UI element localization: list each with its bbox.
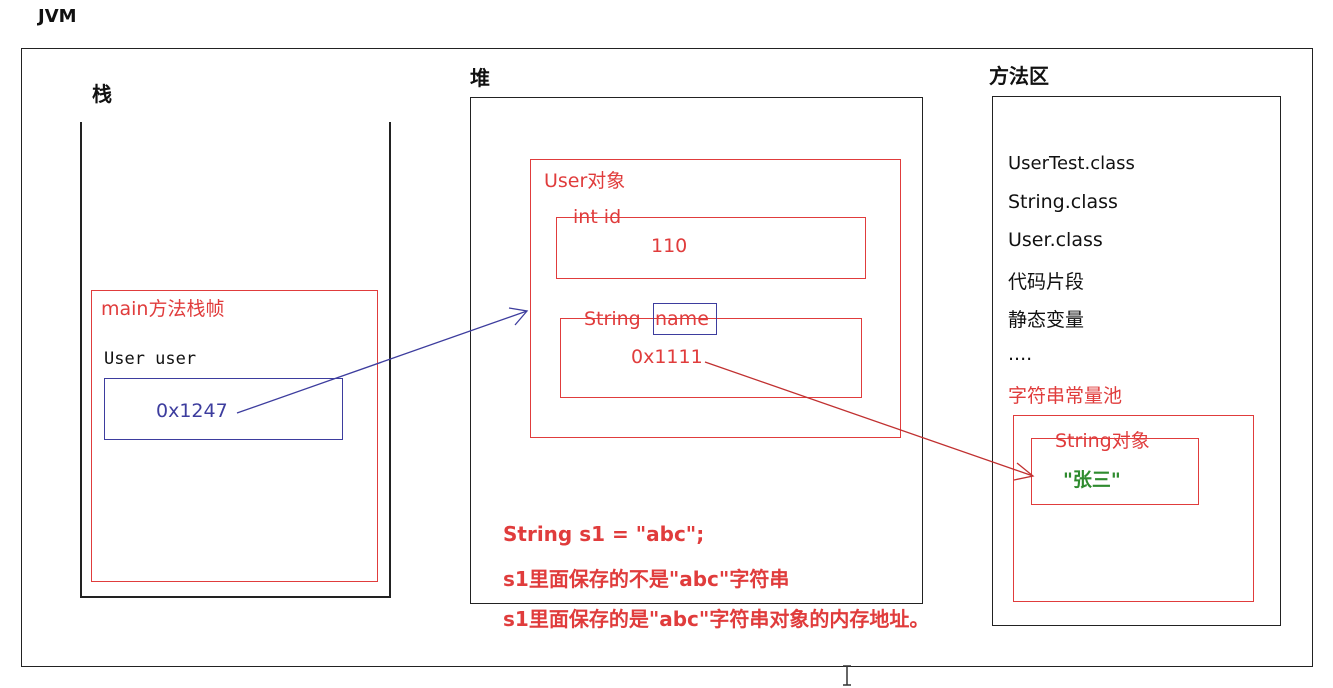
name-field-name: name <box>655 308 709 330</box>
method-item-code: 代码片段 <box>1008 271 1085 293</box>
stack-container <box>80 122 391 598</box>
note-line-1: String s1 = "abc"; <box>503 522 705 546</box>
id-field-box <box>556 217 866 279</box>
method-item-static: 静态变量 <box>1008 309 1085 331</box>
user-var-value: 0x1247 <box>156 400 228 422</box>
id-field-value: 110 <box>651 235 688 257</box>
method-item-string-class: String.class <box>1008 191 1118 213</box>
arrow-name-to-string <box>704 361 1035 481</box>
name-highlight-box <box>653 303 717 335</box>
name-field-type: String <box>584 308 641 330</box>
string-object-box <box>1031 438 1199 505</box>
name-field-value: 0x1111 <box>631 346 703 368</box>
stack-label: 栈 <box>92 82 112 106</box>
heap-container <box>470 97 923 604</box>
string-pool-box <box>1013 415 1254 602</box>
note-line-2: s1里面保存的不是"abc"字符串 <box>503 567 790 591</box>
user-var-declaration: User user <box>104 349 197 369</box>
method-item-user-class: User.class <box>1008 229 1103 251</box>
string-pool-label: 字符串常量池 <box>1008 385 1123 407</box>
main-stack-frame <box>91 290 378 582</box>
heap-label: 堆 <box>470 66 490 90</box>
arrow-user-to-object <box>236 307 529 414</box>
id-field-label: int id <box>573 206 622 228</box>
text-cursor-icon <box>843 665 851 686</box>
jvm-frame <box>21 48 1313 667</box>
string-object-label: String对象 <box>1055 430 1150 452</box>
method-area-label: 方法区 <box>989 64 1049 88</box>
name-field-box <box>560 318 862 398</box>
method-item-usertest: UserTest.class <box>1008 153 1135 174</box>
user-object-box <box>530 159 901 438</box>
main-frame-label: main方法栈帧 <box>101 298 225 320</box>
method-area-container <box>992 96 1281 626</box>
page-title: JVM <box>38 6 77 27</box>
method-item-ellipsis: .... <box>1008 343 1033 365</box>
note-line-3: s1里面保存的是"abc"字符串对象的内存地址。 <box>503 607 930 631</box>
user-var-box <box>104 378 343 440</box>
string-object-value: "张三" <box>1063 469 1121 491</box>
user-object-label: User对象 <box>544 170 626 192</box>
